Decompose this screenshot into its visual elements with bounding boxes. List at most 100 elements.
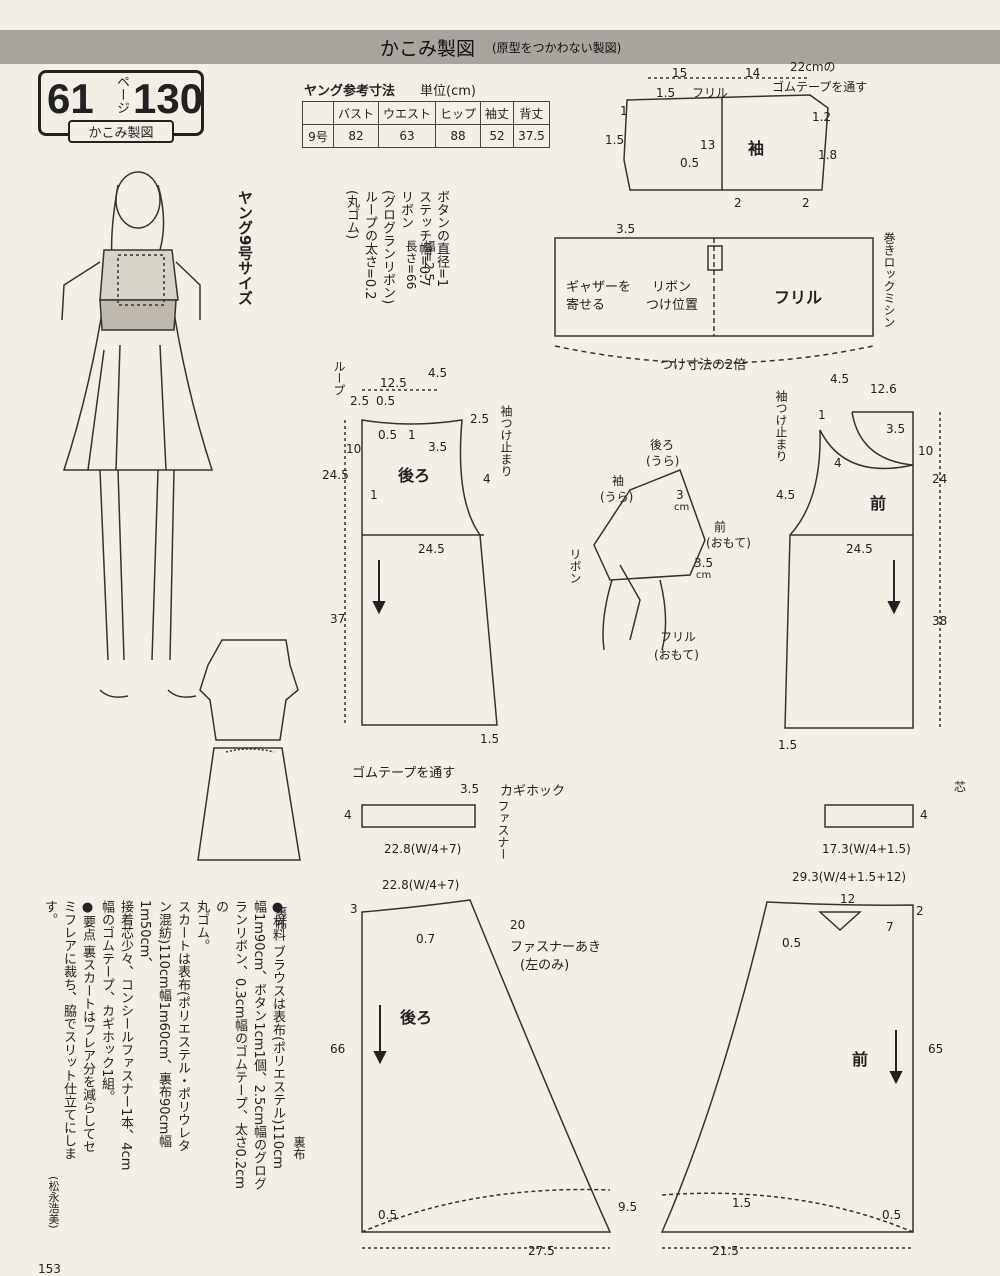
dim-label: 0.5 xyxy=(376,394,396,408)
detail-label: 袖 xyxy=(612,474,625,488)
detail-label: (うら) xyxy=(646,454,680,468)
back-skirt-pattern xyxy=(361,899,612,1249)
dim-label: 1.5 xyxy=(480,732,500,746)
table-cell: 37.5 xyxy=(513,124,550,148)
dim-label: 3.5 xyxy=(886,422,906,436)
materials-line: す。 xyxy=(42,900,57,926)
detail-sketch xyxy=(593,469,706,651)
sleeve-title: 袖 xyxy=(748,139,765,158)
dim-label: 1.5 xyxy=(732,1196,752,1210)
detail-label: (おもて) xyxy=(706,536,751,550)
detail-label: cm xyxy=(696,570,712,581)
elastic-label: ゴムテープを通す xyxy=(772,80,868,94)
dim-label: 4 xyxy=(483,472,491,486)
dim-label: 2.5 xyxy=(470,412,490,426)
gather-label: 寄せる xyxy=(566,298,606,313)
dim-label: 3.5 xyxy=(460,782,480,796)
front-bodice-title: 前 xyxy=(870,494,887,513)
materials-line: 幅1m90cm、ボタン1cm1個、2.5cm幅のグログ xyxy=(251,900,266,1191)
dim-label: 3.5 xyxy=(616,222,636,236)
dim-label: 1 xyxy=(818,408,826,422)
badge-number: 130 xyxy=(133,75,204,122)
materials-line: ミフレアに裁ち、脇でスリット仕立てにしま xyxy=(61,900,76,1160)
badge-label: かこみ製図 xyxy=(68,120,174,143)
dim-label: 10 xyxy=(918,444,934,458)
overlock-label: 巻きロックミシン xyxy=(882,232,896,328)
dim-label: 22.8(W/4+7) xyxy=(382,878,460,892)
detail-label: 3 xyxy=(676,488,684,502)
dim-label: 3.5 xyxy=(428,440,448,454)
dim-label: 24 xyxy=(932,472,948,486)
dim-label: 13 xyxy=(700,138,716,152)
detail-label: フリル xyxy=(660,630,697,644)
materials-line: ●材料 ブラウスは表布(ポリエステル)110cm xyxy=(270,900,285,1169)
dim-label: 2 xyxy=(734,196,742,210)
dim-label: 12.6 xyxy=(870,382,897,396)
dim-label: 4 xyxy=(834,456,842,470)
double-length-label: つけ寸法の2倍 xyxy=(660,358,747,373)
materials-line: ●要点 裏スカートはフレア分を減らしてセ xyxy=(80,900,95,1154)
dim-label: 0.5 xyxy=(680,156,700,170)
dim-label: 14 xyxy=(745,66,761,80)
dim-label: 24.5 xyxy=(322,468,349,482)
detail-label: リボン xyxy=(568,548,582,584)
table-row: 9号 82 63 88 52 37.5 xyxy=(302,124,550,148)
dim-label: 4 xyxy=(344,808,352,822)
detail-label: (うら) xyxy=(600,490,634,504)
elastic-label: 22cmの xyxy=(790,60,836,74)
dim-label: 20 xyxy=(510,918,526,932)
dim-label: 4.5 xyxy=(776,488,796,502)
materials-line: ン混紡)110cm幅1m60cm、裏布90cm幅1m50cm、 xyxy=(137,900,171,1148)
dim-label: 1.5 xyxy=(778,738,798,752)
note-button: ボタンの直径=1 xyxy=(434,190,449,288)
front-bodice-pattern xyxy=(784,411,941,729)
materials-line: 丸ゴム。 xyxy=(194,900,209,952)
dim-label: 12.5 xyxy=(380,376,407,390)
header-subtitle: (原型をつかわない製図) xyxy=(492,41,622,55)
dim-label: 0.5 xyxy=(882,1208,902,1222)
dim-label: 17.3(W/4+1.5) xyxy=(822,842,911,856)
note-loop: ループの太さ=0.2 xyxy=(362,190,377,300)
dim-label: 15 xyxy=(672,66,688,80)
back-bodice-title: 後ろ xyxy=(398,466,431,485)
note-ribbon: リボン xyxy=(398,190,413,229)
dim-label: 1 xyxy=(370,488,378,502)
zip-opening-label: ファスナーあき xyxy=(510,940,602,955)
zipper-label: ファスナー xyxy=(496,800,510,860)
page-number: 153 xyxy=(38,1262,61,1276)
materials-line: 幅のゴムテープ、カギホック1組。 xyxy=(99,900,114,1104)
dim-label: 4.5 xyxy=(428,366,448,380)
dim-label: 2 xyxy=(916,904,924,918)
size-table-unit: 単位(cm) xyxy=(420,84,476,99)
dim-label: 0.7 xyxy=(416,932,436,946)
dim-label: 1.5 xyxy=(656,86,676,100)
dim-label: 0.5 xyxy=(378,428,398,442)
dim-label: 65 xyxy=(928,1042,944,1056)
front-waistband xyxy=(824,804,914,828)
dim-label: 1.8 xyxy=(818,148,838,162)
materials-line: ランリボン、0.3cm幅のゴムテープ、太さ0.2cmの xyxy=(213,900,247,1189)
dim-label: 24.5 xyxy=(846,542,873,556)
header-title: かこみ製図 xyxy=(380,38,476,60)
table-row: バスト ウエスト ヒップ 袖丈 背丈 xyxy=(302,101,550,125)
lining-label: 裏布 xyxy=(274,906,288,930)
dim-label: 0.5 xyxy=(378,1208,398,1222)
dim-label: 4.5 xyxy=(830,372,850,386)
author-credit: (松永浩美) xyxy=(47,1176,60,1229)
dim-label: 37 xyxy=(330,612,346,626)
front-skirt-title: 前 xyxy=(852,1050,869,1069)
badge-kana: ページ xyxy=(114,75,129,114)
frill-title: フリル xyxy=(774,288,823,307)
note-stitch: ステッチ幅=0.7 xyxy=(416,190,431,287)
zip-opening-label: (左のみ) xyxy=(520,958,570,973)
table-cell: ウエスト xyxy=(378,101,437,125)
detail-label: 前 xyxy=(714,520,727,534)
ribbon-position-label: つけ位置 xyxy=(646,298,699,313)
dim-label: 2 xyxy=(802,196,810,210)
core-label: 芯 xyxy=(954,780,967,794)
table-cell: 63 xyxy=(378,124,437,148)
size-table: バスト ウエスト ヒップ 袖丈 背丈 9号 82 63 88 52 37.5 xyxy=(302,101,550,148)
dim-label: 1.5 xyxy=(605,133,625,147)
table-cell: 背丈 xyxy=(513,101,550,125)
frill-pattern xyxy=(554,237,874,364)
